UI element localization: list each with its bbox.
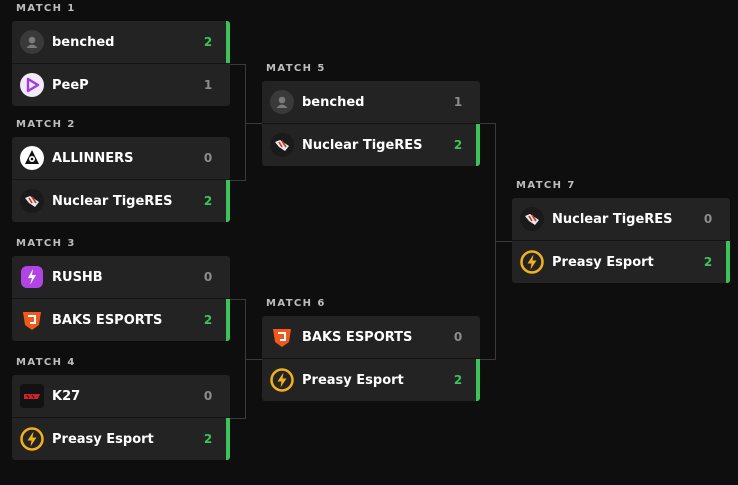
team-score: 1: [203, 78, 213, 92]
tiger-logo-icon: [520, 207, 544, 231]
connector-line: [245, 64, 246, 181]
team-row[interactable]: Nuclear TigeRES 2: [262, 123, 480, 166]
team-score: 2: [703, 255, 713, 269]
team-row[interactable]: PeeP 1: [12, 63, 230, 106]
team-row[interactable]: ALLINNERS 0: [12, 137, 230, 179]
team-score: 0: [203, 270, 213, 284]
match-3-card[interactable]: RUSHB 0 BAKS ESPORTS 2: [12, 256, 230, 341]
peep-logo-icon: [20, 73, 44, 97]
team-row[interactable]: Nuclear TigeRES 0: [512, 198, 730, 240]
match-5-label: MATCH 5: [266, 63, 326, 74]
baks-logo-icon: [20, 308, 44, 332]
match-7-card[interactable]: Nuclear TigeRES 0 Preasy Esport 2: [512, 198, 730, 283]
team-row[interactable]: Nuclear TigeRES 2: [12, 179, 230, 222]
team-score: 1: [453, 95, 463, 109]
match-1-card[interactable]: benched 2 PeeP 1: [12, 21, 230, 106]
match-6-label: MATCH 6: [266, 298, 326, 309]
team-row[interactable]: BAKS ESPORTS 0: [262, 316, 480, 358]
match-3-label: MATCH 3: [16, 238, 76, 249]
team-name: Nuclear TigeRES: [302, 137, 423, 153]
team-row[interactable]: Preasy Esport 2: [512, 240, 730, 283]
connector-line: [230, 64, 245, 65]
team-score: 0: [203, 151, 213, 165]
team-row[interactable]: K27 0: [12, 375, 230, 417]
team-row[interactable]: BAKS ESPORTS 2: [12, 298, 230, 341]
match-6-card[interactable]: BAKS ESPORTS 0 Preasy Esport 2: [262, 316, 480, 401]
team-name: benched: [302, 94, 365, 110]
avatar-placeholder-icon: [20, 30, 44, 54]
team-score: 2: [203, 194, 213, 208]
preasy-logo-icon: [270, 368, 294, 392]
team-row[interactable]: Preasy Esport 2: [262, 358, 480, 401]
team-score: 2: [453, 373, 463, 387]
k27-logo-icon: [20, 384, 44, 408]
team-name: Nuclear TigeRES: [52, 193, 173, 209]
team-row[interactable]: benched 2: [12, 21, 230, 63]
team-name: PeeP: [52, 77, 89, 93]
rushb-logo-icon: [20, 265, 44, 289]
connector-line: [245, 359, 262, 360]
team-name: Preasy Esport: [52, 431, 154, 447]
team-score: 0: [203, 389, 213, 403]
team-score: 2: [203, 432, 213, 446]
match-7-label: MATCH 7: [516, 180, 576, 191]
preasy-logo-icon: [20, 427, 44, 451]
match-2-label: MATCH 2: [16, 119, 76, 130]
team-name: ALLINNERS: [52, 150, 134, 166]
team-row[interactable]: benched 1: [262, 81, 480, 123]
team-name: Preasy Esport: [302, 372, 404, 388]
connector-line: [495, 241, 512, 242]
match-1-label: MATCH 1: [16, 3, 76, 14]
team-score: 2: [453, 138, 463, 152]
allinners-logo-icon: [20, 146, 44, 170]
baks-logo-icon: [270, 325, 294, 349]
tiger-logo-icon: [270, 133, 294, 157]
connector-line: [230, 180, 245, 181]
team-row[interactable]: RUSHB 0: [12, 256, 230, 298]
team-score: 2: [203, 313, 213, 327]
team-name: Preasy Esport: [552, 254, 654, 270]
team-score: 0: [453, 330, 463, 344]
team-name: K27: [52, 388, 81, 404]
match-2-card[interactable]: ALLINNERS 0 Nuclear TigeRES 2: [12, 137, 230, 222]
team-name: BAKS ESPORTS: [302, 329, 413, 345]
match-4-label: MATCH 4: [16, 357, 76, 368]
team-row[interactable]: Preasy Esport 2: [12, 417, 230, 460]
connector-line: [480, 359, 495, 360]
connector-line: [230, 418, 245, 419]
team-name: BAKS ESPORTS: [52, 312, 163, 328]
tiger-logo-icon: [20, 189, 44, 213]
preasy-logo-icon: [520, 250, 544, 274]
team-name: Nuclear TigeRES: [552, 211, 673, 227]
connector-line: [245, 123, 262, 124]
team-score: 0: [703, 212, 713, 226]
team-name: benched: [52, 34, 115, 50]
team-name: RUSHB: [52, 269, 103, 285]
connector-line: [230, 299, 245, 300]
team-score: 2: [203, 35, 213, 49]
connector-line: [480, 123, 495, 124]
match-4-card[interactable]: K27 0 Preasy Esport 2: [12, 375, 230, 460]
match-5-card[interactable]: benched 1 Nuclear TigeRES 2: [262, 81, 480, 166]
avatar-placeholder-icon: [270, 90, 294, 114]
